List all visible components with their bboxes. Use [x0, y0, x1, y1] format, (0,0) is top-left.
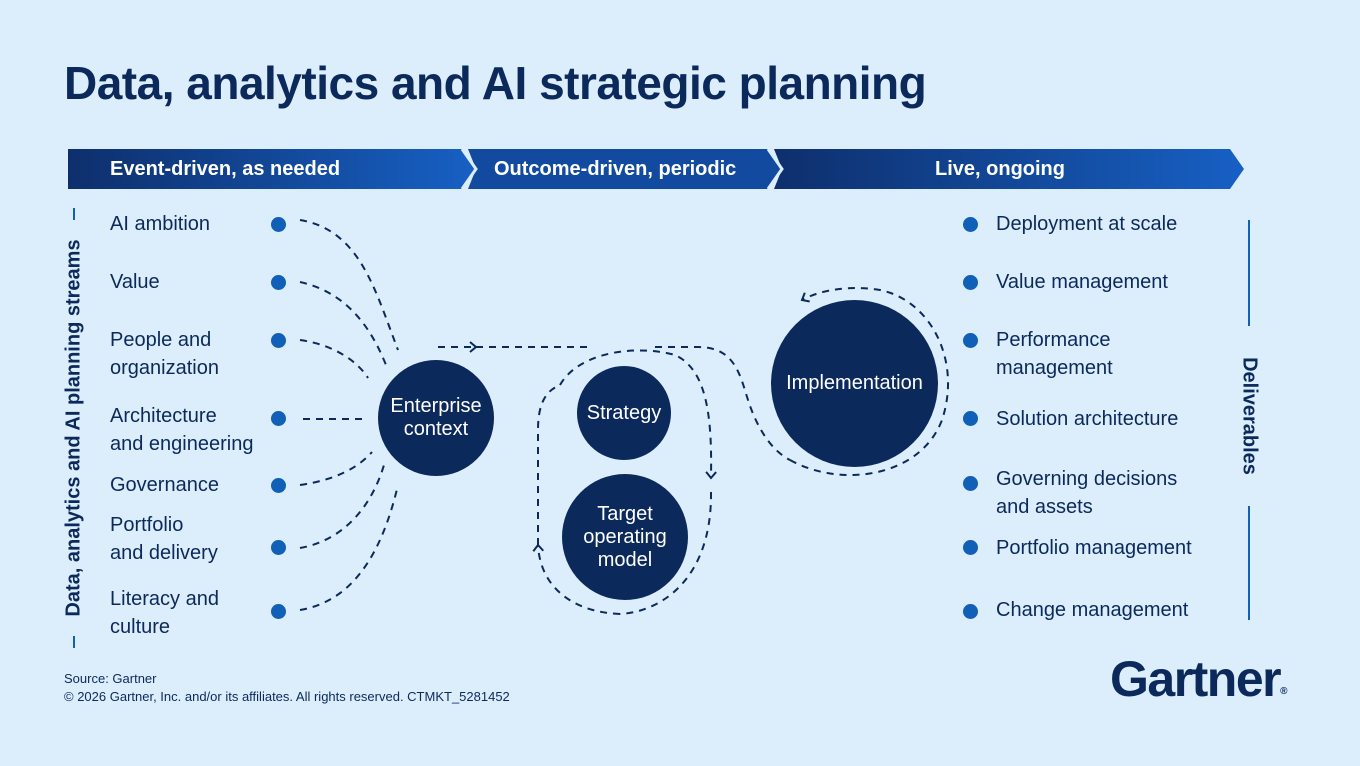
deliverable-dot — [963, 540, 978, 555]
connector-value — [299, 281, 387, 366]
deliverable-portfolio-management: Portfolio management — [996, 537, 1192, 559]
stream-dot — [271, 540, 286, 555]
strategy-loop-left — [537, 384, 561, 545]
deliverable-dot — [963, 333, 978, 348]
phase-label-outcome-driven: Outcome-driven, periodic — [494, 158, 737, 180]
stream-architecture-and-engineering: Architecture and engineering — [110, 405, 254, 455]
gartner-logo: Gartner® — [1110, 651, 1288, 707]
deliverable-deployment-at-scale: Deployment at scale — [996, 213, 1178, 235]
connector-literacy — [299, 484, 399, 611]
node-implementation: Implementation — [771, 300, 938, 467]
phase-segment-live — [774, 149, 1244, 189]
stream-literacy-and-culture: Literacy and culture — [110, 588, 219, 638]
stream-dot — [271, 217, 286, 232]
streams-label-rule-top — [73, 208, 75, 220]
phase-label-event-driven: Event-driven, as needed — [110, 158, 341, 180]
node-strategy: Strategy — [577, 366, 671, 460]
node-target-operating-model: Target operating model — [562, 474, 688, 600]
connector-people — [299, 339, 369, 379]
deliverable-governing-decisions: Governing decisions and assets — [996, 468, 1178, 518]
phase-label-live: Live, ongoing — [935, 158, 1065, 180]
stream-dot — [271, 478, 286, 493]
stream-value: Value — [110, 271, 160, 293]
page-title: Data, analytics and AI strategic plannin… — [64, 57, 927, 109]
stream-governance: Governance — [110, 474, 219, 496]
deliverable-dot — [963, 476, 978, 491]
stream-dot — [271, 604, 286, 619]
stream-portfolio-and-delivery: Portfolio and delivery — [110, 514, 218, 564]
stream-dot — [271, 275, 286, 290]
deliverable-dot — [963, 275, 978, 290]
connector-to-implementation — [655, 346, 791, 461]
connector-portfolio — [299, 464, 385, 549]
phase-segment-outcome-driven — [468, 149, 782, 189]
stream-dot — [271, 411, 286, 426]
deliverable-solution-architecture: Solution architecture — [996, 408, 1179, 430]
phase-segment-event-driven — [68, 149, 476, 189]
deliverable-performance-management: Performance management — [996, 329, 1113, 379]
connector-ai-ambition — [299, 219, 399, 351]
node-enterprise-context: Enterprise context — [378, 360, 494, 476]
deliverable-change-management: Change management — [996, 599, 1189, 621]
deliverable-dot — [963, 411, 978, 426]
strategy-loop-right — [559, 349, 717, 480]
implementation-cycle — [789, 287, 950, 476]
deliverable-dot — [963, 604, 978, 619]
stream-ai-ambition: AI ambition — [110, 213, 211, 235]
strategy-loop-right-lower — [619, 491, 713, 615]
deliverable-dot — [963, 217, 978, 232]
deliverable-value-management: Value management — [996, 271, 1168, 293]
strategy-loop-bottom — [532, 543, 621, 615]
phase-bar — [68, 149, 1244, 189]
stream-dot — [271, 333, 286, 348]
streams-label-rule-bottom — [73, 636, 75, 648]
connector-governance — [299, 451, 373, 486]
deliverables-rule-top — [1248, 220, 1250, 326]
copyright-note: © 2026 Gartner, Inc. and/or its affiliat… — [64, 689, 510, 704]
source-note: Source: Gartner — [64, 671, 157, 686]
deliverables-rule-bottom — [1248, 506, 1250, 620]
stream-people-and-organization: People and organization — [110, 329, 219, 379]
